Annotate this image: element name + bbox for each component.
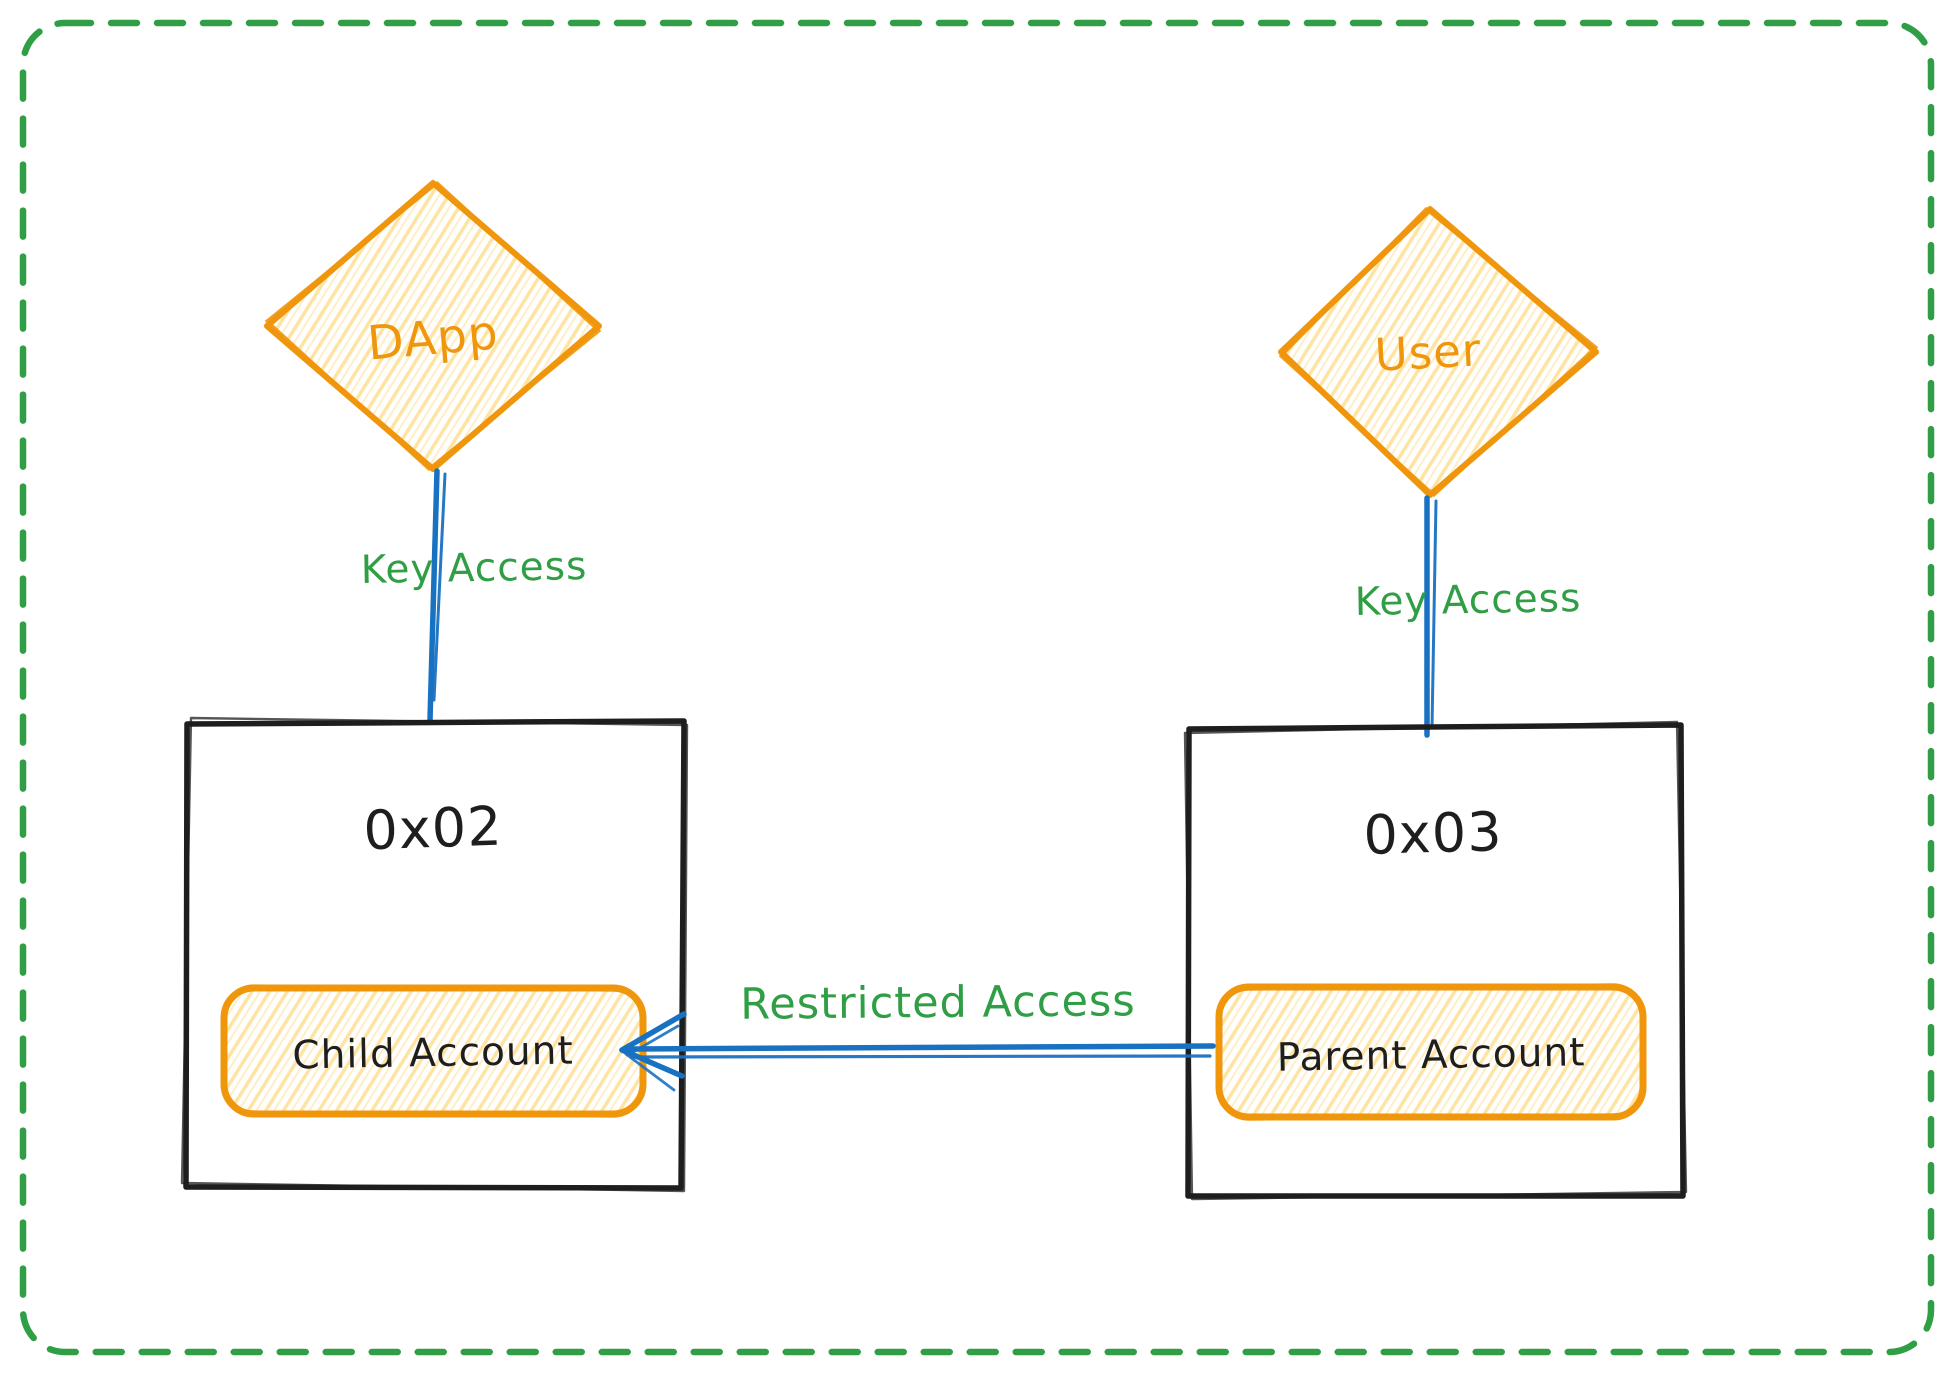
dapp-label: DApp	[365, 305, 500, 371]
account-box-0x03: 0x03 Parent Account	[1183, 720, 1688, 1201]
restricted-access-arrow: Restricted Access	[619, 976, 1216, 1092]
account-box-0x02: 0x02 Child Account	[180, 716, 689, 1193]
child-account-pill: Child Account	[220, 984, 647, 1118]
key-access-label-left: Key Access	[360, 544, 587, 593]
canvas-dashed-border	[19, 19, 1935, 1356]
child-account-label: Child Account	[292, 1029, 574, 1079]
key-access-connector-dapp: Key Access	[360, 468, 588, 723]
address-label-0x02: 0x02	[362, 795, 503, 863]
key-access-label-right: Key Access	[1354, 576, 1581, 625]
parent-account-label: Parent Account	[1276, 1030, 1585, 1080]
user-label: User	[1373, 323, 1482, 382]
restricted-access-label: Restricted Access	[740, 976, 1136, 1029]
user-diamond: User	[1278, 206, 1599, 498]
arrowhead-left-icon	[619, 1011, 687, 1092]
address-label-0x03: 0x03	[1363, 800, 1504, 867]
parent-account-pill: Parent Account	[1215, 983, 1647, 1121]
dapp-diamond: DApp	[264, 180, 602, 472]
key-access-connector-user: Key Access	[1354, 495, 1582, 738]
